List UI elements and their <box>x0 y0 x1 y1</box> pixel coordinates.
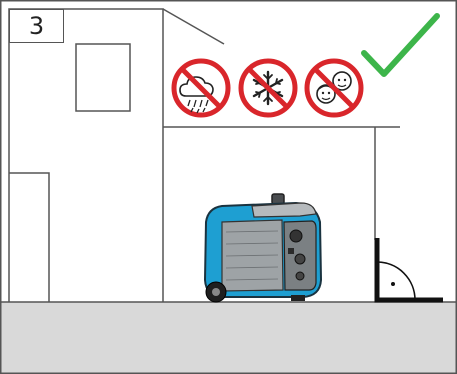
ground <box>2 302 456 373</box>
generator-wheel <box>206 282 226 302</box>
no-rain-icon <box>174 61 228 115</box>
generator-illustration <box>205 194 321 302</box>
step-number: 3 <box>9 9 64 43</box>
no-children-icon <box>307 61 361 115</box>
no-frost-icon <box>241 61 295 115</box>
